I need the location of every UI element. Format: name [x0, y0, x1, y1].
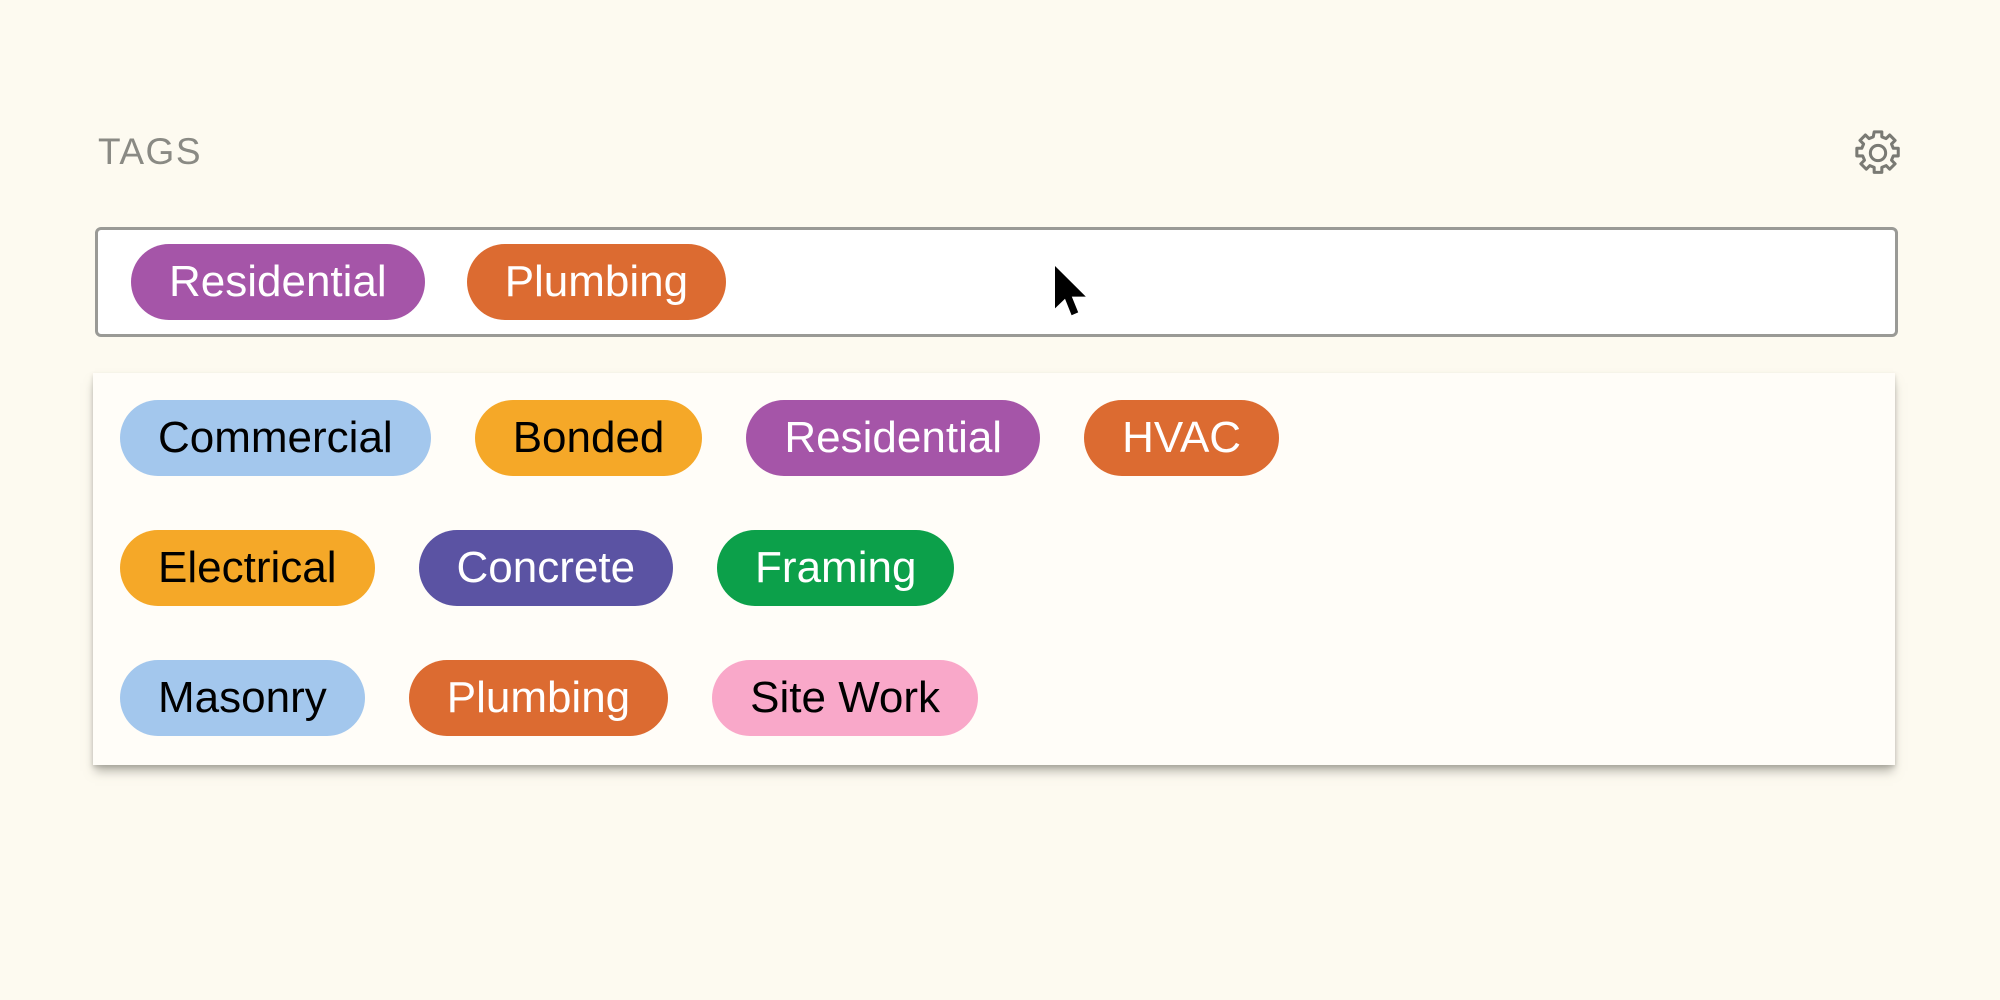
tag-suggestion-row: Commercial Bonded Residential HVAC	[120, 373, 1895, 503]
tag-label: Site Work	[750, 673, 941, 722]
gear-icon[interactable]	[1851, 126, 1905, 180]
tags-header: TAGS	[95, 128, 1905, 188]
tag-option-pill[interactable]: Bonded	[474, 400, 703, 476]
tag-option-pill[interactable]: HVAC	[1084, 400, 1280, 476]
tag-label: Masonry	[158, 673, 327, 722]
tag-label: Electrical	[158, 543, 337, 592]
tag-option-pill[interactable]: Framing	[717, 530, 955, 606]
selected-tag-pill[interactable]: Residential	[131, 244, 425, 320]
tag-option-pill[interactable]: Electrical	[120, 530, 375, 606]
tag-option-pill[interactable]: Site Work	[712, 660, 979, 736]
tag-suggestions-panel[interactable]: Commercial Bonded Residential HVAC Electrica…	[93, 373, 1895, 765]
tag-label: Framing	[755, 543, 917, 592]
tag-suggestion-row: Electrical Concrete Framing	[120, 503, 1895, 633]
tag-option-pill[interactable]: Commercial	[120, 400, 431, 476]
tag-label: Plumbing	[504, 257, 689, 306]
tag-option-pill[interactable]: Residential	[746, 400, 1041, 476]
tag-option-pill[interactable]: Masonry	[120, 660, 365, 736]
tag-label: Bonded	[512, 413, 665, 462]
tags-input[interactable]: Residential Plumbing	[95, 227, 1898, 337]
tag-option-pill[interactable]: Concrete	[418, 530, 674, 606]
page-title: TAGS	[98, 131, 202, 172]
selected-tag-pill[interactable]: Plumbing	[466, 244, 727, 320]
tag-label: HVAC	[1122, 413, 1242, 462]
tag-label: Concrete	[456, 543, 636, 592]
tag-suggestion-row: Masonry Plumbing Site Work	[120, 633, 1895, 763]
tag-option-pill[interactable]: Plumbing	[408, 660, 669, 736]
tag-label: Plumbing	[446, 673, 631, 722]
tag-label: Residential	[784, 413, 1003, 462]
tag-label: Commercial	[158, 413, 393, 462]
tag-label: Residential	[169, 257, 387, 306]
